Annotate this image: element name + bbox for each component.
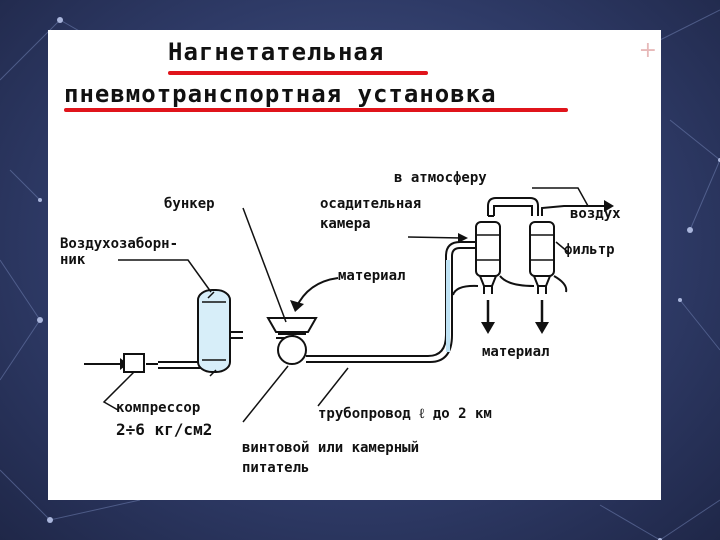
label-filter: фильтр: [564, 242, 615, 258]
label-air: воздух: [570, 206, 621, 222]
label-air-intake-2: ник: [60, 252, 86, 268]
pneumatic-conveyor-diagram: [84, 187, 614, 423]
label-atmosphere: в атмосферу: [394, 170, 487, 186]
label-bunker: бункер: [164, 196, 215, 212]
label-air-intake-1: Воздухозаборн-: [60, 236, 179, 252]
label-material-bottom: материал: [482, 344, 550, 360]
settling-chamber: [475, 221, 501, 277]
label-pipeline: трубопровод ℓ до 2 км: [318, 406, 492, 422]
title-underline-2: [64, 108, 568, 112]
label-feeder-2: питатель: [242, 460, 310, 476]
compressor-box: [123, 353, 145, 373]
label-settling-chamber-2: камера: [320, 216, 371, 232]
label-material-top: материал: [338, 268, 406, 284]
slide-panel: + Нагнетательная пневмотранспортная уста…: [48, 30, 661, 500]
title-line-1: Нагнетательная: [168, 38, 385, 66]
title-underline-1: [168, 71, 428, 75]
title-line-2: пневмотранспортная установка: [64, 80, 497, 108]
filter-unit: [529, 221, 555, 277]
label-compressor: компрессор: [116, 400, 201, 416]
label-feeder-1: винтовой или камерный: [242, 440, 420, 456]
corner-mark: +: [638, 38, 657, 63]
feeder: [266, 317, 318, 333]
label-settling-chamber-1: осадительная: [320, 196, 422, 212]
label-pressure: 2÷6 кг/см2: [116, 420, 213, 439]
